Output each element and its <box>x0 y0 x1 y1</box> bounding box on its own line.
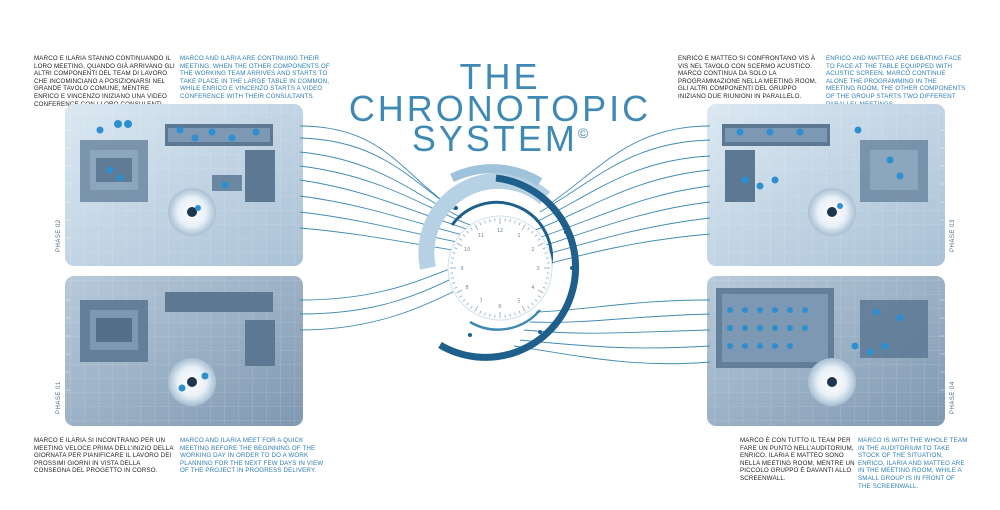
clock-tick <box>452 252 456 254</box>
title-line-3-text: SYSTEM <box>411 118 578 159</box>
clock-tick <box>537 289 544 294</box>
clock-tick <box>527 227 530 231</box>
clock-tick <box>537 238 541 241</box>
clock-tick <box>544 282 548 284</box>
clock-tick <box>521 305 526 312</box>
clock-tick <box>534 234 538 237</box>
clock-tick <box>489 313 491 317</box>
title-line-1: THE <box>459 56 541 97</box>
panel-phase-04 <box>707 276 975 426</box>
clock-tick <box>474 224 479 231</box>
clock-tick <box>479 310 482 314</box>
copyright-mark: © <box>577 125 589 141</box>
clock-tick <box>542 286 546 289</box>
phase-01-caption-italian: MARCO E ILARIA SI INCONTRANO PER UN MEET… <box>34 437 174 475</box>
clock-tick <box>451 277 455 279</box>
phase-03-label: PHASE 03 <box>950 219 956 252</box>
clock-tick <box>531 302 534 306</box>
clock-tick <box>509 219 511 223</box>
clock-tick <box>474 305 479 312</box>
phase-03-caption-italian: ENRICO E MATTEO SI CONFRONTANO VIS À VIS… <box>678 55 817 100</box>
phase-04-label: PHASE 04 <box>950 381 956 414</box>
phase-01-caption-english: MARCO AND ILARIA MEET FOR A QUICK MEETIN… <box>180 437 324 475</box>
clock-tick <box>544 252 548 254</box>
title-line-3: SYSTEM© <box>340 118 660 160</box>
clock-tick <box>452 282 456 284</box>
clock-tick <box>459 295 463 298</box>
clock-tick <box>527 305 530 309</box>
clock-hour-label: 2 <box>531 247 534 253</box>
clock-tick <box>459 238 463 241</box>
phase-01-label: PHASE 01 <box>56 381 62 414</box>
phase-04-caption-english: MARCO IS WITH THE WHOLE TEAM IN THE AUDI… <box>858 437 968 490</box>
clock-hour-label: 7 <box>479 299 482 305</box>
clock-tick <box>545 277 549 279</box>
panel-phase-01 <box>30 276 303 426</box>
clock-tick <box>454 286 458 289</box>
clock-tick <box>462 234 466 237</box>
clock-hour-label: 10 <box>464 247 470 253</box>
clock-tick <box>454 247 458 250</box>
clock-tick <box>484 220 486 224</box>
clock-tick <box>466 302 469 306</box>
clock-tick <box>542 247 546 250</box>
clock-tick <box>470 305 473 309</box>
clock-tick <box>489 219 491 223</box>
clock-tick <box>456 289 463 294</box>
clock-hour-label: 1 <box>517 233 520 239</box>
clock-tick <box>509 313 511 317</box>
panel-phase-03 <box>707 104 975 266</box>
clock-tick <box>514 220 516 224</box>
clock-hour-label: 12 <box>497 228 503 234</box>
clock-tick <box>545 257 549 259</box>
clock-hour-label: 9 <box>460 266 463 272</box>
clock-hour-label: 4 <box>531 285 534 291</box>
clock-hour-label: 11 <box>478 233 484 239</box>
clock-tick <box>537 242 544 247</box>
clock-tick <box>479 222 482 226</box>
title-line-2: CHRONOTOPIC <box>348 88 652 129</box>
clock-hour-label: 5 <box>517 299 520 305</box>
clock-tick <box>451 257 455 259</box>
clock-tick <box>521 224 526 231</box>
clock-tick <box>518 310 521 314</box>
clock-hour-label: 3 <box>536 266 539 272</box>
clock-tick <box>518 222 521 226</box>
clock-tick <box>537 295 541 298</box>
phase-02-caption-english: MARCO AND ILARIA ARE CONTINUING THEIR ME… <box>180 55 330 100</box>
clock-tick <box>462 299 466 302</box>
clock-hour-label: 6 <box>498 304 501 310</box>
panel-phase-02 <box>30 104 303 266</box>
clock-tick <box>484 312 486 316</box>
clock-tick <box>470 227 473 231</box>
clock-tick <box>466 230 469 234</box>
clock-tick <box>514 312 516 316</box>
phase-04-caption-italian: MARCO È CON TUTTO IL TEAM PER FARE UN PU… <box>740 437 855 482</box>
clock-tick <box>534 299 538 302</box>
clock-hour-label: 8 <box>465 285 468 291</box>
clock-tick <box>531 230 534 234</box>
clock-tick <box>456 242 463 247</box>
phase-02-left-label: PHASE 02 <box>56 219 62 252</box>
